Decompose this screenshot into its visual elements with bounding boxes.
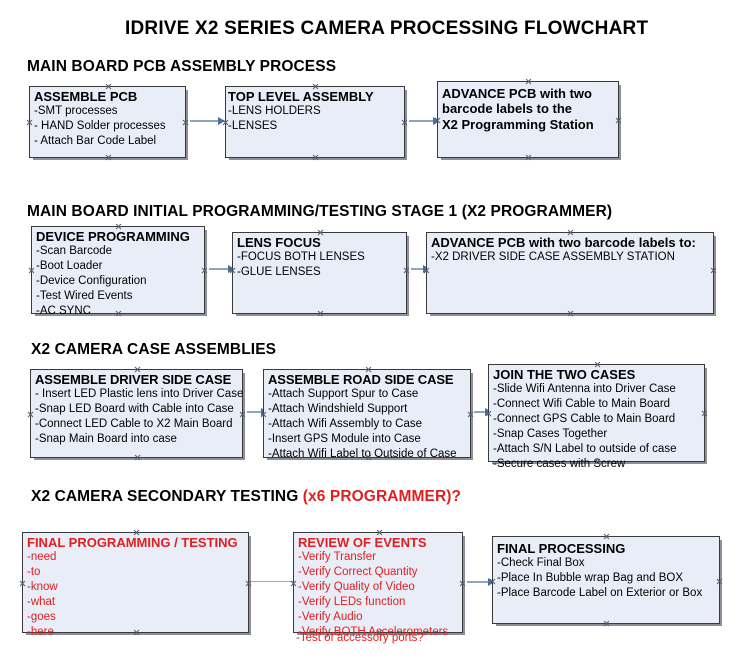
node-line: -Verify Transfer <box>298 551 376 564</box>
handle-left-icon <box>19 580 26 587</box>
node-title: LENS FOCUS <box>237 235 321 250</box>
node-line: -GLUE LENSES <box>237 266 321 279</box>
node-line: -Attach Windshield Support <box>268 403 408 416</box>
node-line: -Verify Correct Quantity <box>298 566 418 579</box>
node-title: TOP LEVEL ASSEMBLY <box>228 89 374 104</box>
connector-top-level-assembly-to-advance-pcb <box>409 117 440 125</box>
node-title: ASSEMBLE DRIVER SIDE CASE <box>35 372 232 387</box>
node-line: -Attach S/N Label to outside of case <box>493 443 677 456</box>
handle-bottom-icon <box>312 154 319 161</box>
handle-bottom-icon <box>603 620 610 627</box>
node-line: -Insert GPS Module into Case <box>268 433 421 446</box>
node-line: -SMT processes <box>34 105 118 118</box>
node-title: JOIN THE TWO CASES <box>493 367 636 382</box>
node-title: DEVICE PROGRAMMING <box>36 229 190 244</box>
node-line: -Verify Quality of Video <box>298 581 415 594</box>
handle-left-icon <box>27 411 34 418</box>
node-top-level-assembly[interactable]: TOP LEVEL ASSEMBLY -LENS HOLDERS -LENSES <box>225 86 405 158</box>
handle-top-icon <box>603 533 610 540</box>
node-line: - HAND Solder processes <box>34 120 166 133</box>
node-overflow-line-review-of-events: -Test of accessory ports? <box>296 632 424 644</box>
section-heading-accent: (x6 PROGRAMMER)? <box>302 488 462 505</box>
node-final-processing[interactable]: FINAL PROCESSING -Check Final Box -Place… <box>492 536 720 624</box>
node-advance-pcb-driver-side-case[interactable]: ADVANCE PCB with two barcode labels to: … <box>426 232 714 314</box>
node-line: -Scan Barcode <box>36 245 113 258</box>
node-line: -Connect GPS Cable to Main Board <box>493 413 676 426</box>
node-line: -Verify LEDs function <box>298 596 406 609</box>
handle-bottom-icon <box>567 310 574 317</box>
node-line: -Device Configuration <box>36 275 147 288</box>
node-assemble-road-side-case[interactable]: ASSEMBLE ROAD SIDE CASE -Attach Support … <box>263 369 471 460</box>
node-line: -Connect Wifi Cable to Main Board <box>493 398 671 411</box>
node-line: -Snap Cases Together <box>493 428 608 441</box>
node-line: -Boot Loader <box>36 260 103 273</box>
node-line: -FOCUS BOTH LENSES <box>237 251 365 264</box>
page-title: IDRIVE X2 SERIES CAMERA PROCESSING FLOWC… <box>125 18 649 39</box>
handle-bottom-icon <box>317 310 324 317</box>
node-join-the-two-cases[interactable]: JOIN THE TWO CASES -Slide Wifi Antenna i… <box>488 364 705 470</box>
connector-assemble-pcb-to-top-level-assembly <box>190 117 225 125</box>
node-line: -AC SYNC <box>36 305 91 318</box>
node-line: -here <box>27 626 54 639</box>
handle-left-icon <box>28 267 35 274</box>
handle-bottom-icon <box>525 154 532 161</box>
node-line: -know <box>27 581 58 594</box>
node-title: FINAL PROGRAMMING / TESTING <box>27 535 238 550</box>
node-assemble-pcb[interactable]: ASSEMBLE PCB -SMT processes - HAND Solde… <box>29 86 186 158</box>
node-title: ASSEMBLE ROAD SIDE CASE <box>268 372 454 387</box>
node-line: -to <box>27 566 41 579</box>
section-heading-text: X2 CAMERA SECONDARY TESTING <box>31 488 303 505</box>
handle-bottom-icon <box>134 454 141 461</box>
node-line: -Connect LED Cable to X2 Main Board <box>35 418 233 431</box>
node-title: REVIEW OF EVENTS <box>298 535 427 550</box>
node-line: -LENS HOLDERS <box>228 105 321 118</box>
node-review-of-events[interactable]: REVIEW OF EVENTS -Verify Transfer -Verif… <box>293 532 463 638</box>
node-line: -Test Wired Events <box>36 290 133 303</box>
node-title-line2: barcode labels to the <box>442 101 573 117</box>
node-line: -Snap LED Board with Cable into Case <box>35 403 234 416</box>
node-line: -Secure cases with Screw <box>493 458 626 471</box>
node-lens-focus[interactable]: LENS FOCUS -FOCUS BOTH LENSES -GLUE LENS… <box>232 232 407 314</box>
node-line: -Attach Wifi Label to Outside of Case <box>268 448 457 461</box>
node-line: -Snap Main Board into case <box>35 433 177 446</box>
handle-right-icon <box>710 267 717 274</box>
node-line: -Slide Wifi Antenna into Driver Case <box>493 383 676 396</box>
node-title: ADVANCE PCB with two <box>442 86 592 101</box>
node-line: -what <box>27 596 56 609</box>
node-advance-pcb-programming-station[interactable]: ADVANCE PCB with two barcode labels to t… <box>437 81 619 158</box>
node-line: -Attach Wifi Assembly to Case <box>268 418 423 431</box>
handle-top-icon <box>525 78 532 85</box>
section-heading-main-board-pcb-assembly: MAIN BOARD PCB ASSEMBLY PROCESS <box>27 58 337 75</box>
node-line: -Place In Bubble wrap Bag and BOX <box>497 572 684 585</box>
node-title: FINAL PROCESSING <box>497 541 626 556</box>
node-line: -LENSES <box>228 120 278 133</box>
node-title: ADVANCE PCB with two barcode labels to: <box>431 235 696 250</box>
section-heading-x2-camera-case-assemblies: X2 CAMERA CASE ASSEMBLIES <box>31 341 277 358</box>
node-title: ASSEMBLE PCB <box>34 89 138 104</box>
node-title-line3: X2 Programming Station <box>442 116 594 132</box>
node-line: -Attach Support Spur to Case <box>268 388 419 401</box>
node-line: -X2 DRIVER SIDE CASE ASSEMBLY STATION <box>431 251 675 264</box>
node-line: -goes <box>27 611 56 624</box>
section-heading-main-board-initial-programming: MAIN BOARD INITIAL PROGRAMMING/TESTING S… <box>27 203 613 220</box>
node-line: - Insert LED Plastic lens into Driver Ca… <box>35 388 244 401</box>
node-line: -Place Barcode Label on Exterior or Box <box>497 587 703 600</box>
node-assemble-driver-side-case[interactable]: ASSEMBLE DRIVER SIDE CASE - Insert LED P… <box>30 369 243 458</box>
node-line: -Verify Audio <box>298 611 363 624</box>
handle-bottom-icon <box>105 154 112 161</box>
connector-device-programming-to-lens-focus <box>209 265 235 273</box>
handle-left-icon <box>26 119 33 126</box>
node-line: -Verify BOTH Accelerometers <box>298 626 449 639</box>
node-line: -need <box>27 551 57 564</box>
node-line: -Check Final Box <box>497 557 585 570</box>
connector-final-programming-to-review-of-events <box>251 581 294 582</box>
node-line: - Attach Bar Code Label <box>34 135 157 148</box>
section-heading-x2-camera-secondary-testing: X2 CAMERA SECONDARY TESTING (x6 PROGRAMM… <box>31 488 461 506</box>
node-device-programming[interactable]: DEVICE PROGRAMMING -Scan Barcode -Boot L… <box>28 226 205 317</box>
node-final-programming-testing[interactable]: FINAL PROGRAMMING / TESTING -need -to -k… <box>19 532 249 638</box>
connector-review-of-events-to-final-processing <box>467 578 495 586</box>
